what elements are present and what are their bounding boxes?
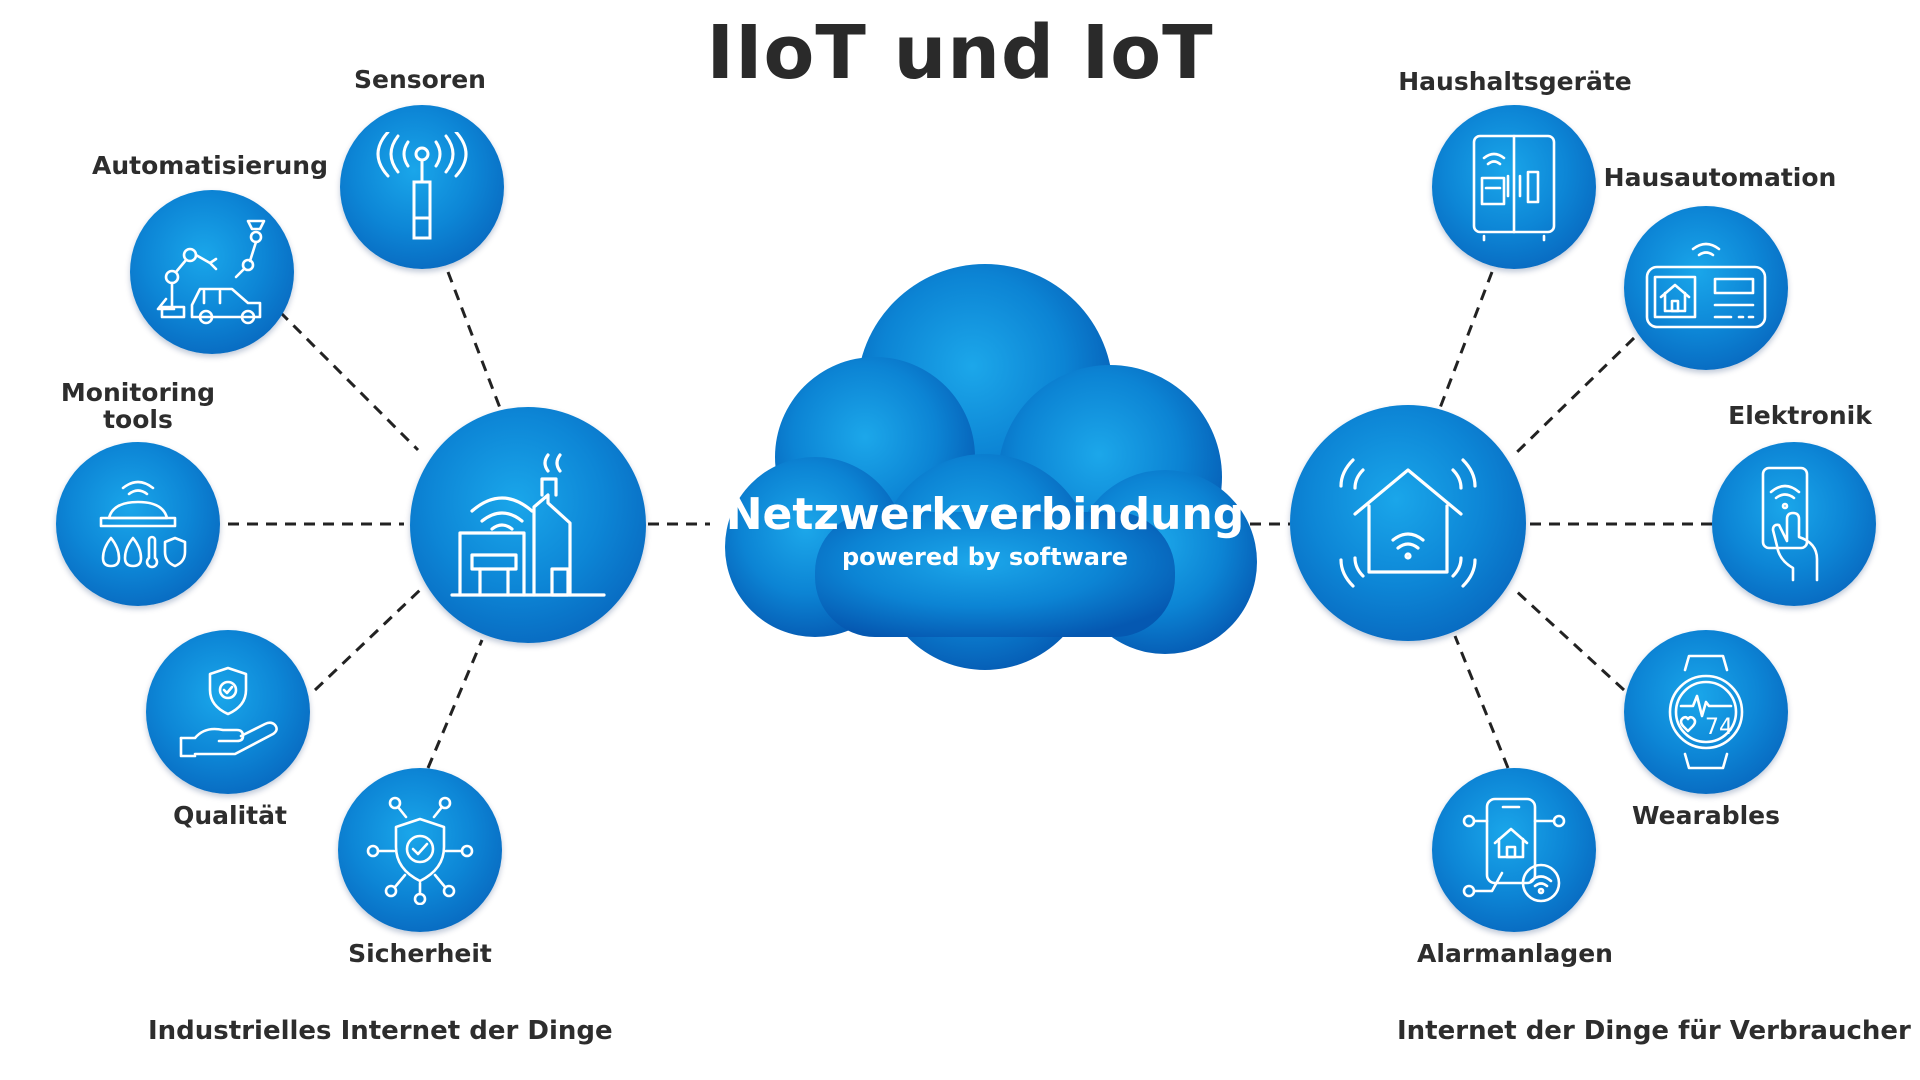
cloud-title: Netzwerkverbindung (725, 489, 1245, 540)
antenna-sensor-icon (376, 132, 468, 240)
right-hub-circle (1290, 405, 1526, 641)
node-alarmanlagen[interactable] (1432, 768, 1596, 932)
connector-sensoren (446, 271, 502, 409)
label-haushaltsgeraete: Haushaltsgeräte (1398, 67, 1632, 96)
node-sicherheit[interactable] (338, 768, 502, 932)
node-wearables[interactable]: 74 (1624, 630, 1788, 794)
robot-arm-car-icon (156, 219, 266, 325)
label-qualitaet: Qualität (173, 801, 287, 830)
label-monitoring-line1: Monitoring (60, 378, 216, 407)
connector-qualitaet (313, 588, 422, 692)
right-footer: Internet der Dinge für Verbraucher (1397, 1016, 1911, 1046)
left-footer: Industrielles Internet der Dinge (148, 1016, 613, 1046)
cloud-icon (725, 264, 1257, 670)
label-hausautomation: Hausautomation (1603, 163, 1837, 192)
node-sensoren[interactable] (340, 105, 504, 269)
connector-hausautomation (1513, 336, 1636, 456)
diagram-title: IIoT und IoT (706, 10, 1214, 96)
node-elektronik[interactable] (1712, 442, 1876, 606)
watch-value: 74 (1705, 715, 1733, 740)
monitoring-devices-icon (99, 480, 187, 569)
connector-alarmanlagen (1453, 635, 1510, 769)
label-sicherheit: Sicherheit (348, 939, 492, 968)
left-hub-circle (410, 407, 646, 643)
label-alarmanlagen: Alarmanlagen (1417, 939, 1613, 968)
label-elektronik: Elektronik (1728, 401, 1872, 430)
smartwatch-icon: 74 (1668, 654, 1744, 770)
home-control-panel-icon (1645, 242, 1767, 329)
shield-network-icon (366, 796, 474, 905)
label-wearables: Wearables (1631, 801, 1780, 830)
hand-shield-icon (179, 666, 278, 758)
smart-fridge-icon (1472, 134, 1556, 242)
label-sensoren: Sensoren (354, 65, 486, 94)
connector-sicherheit (426, 639, 484, 769)
node-qualitaet[interactable] (146, 630, 310, 794)
label-monitoring-line2: tools (103, 405, 173, 434)
cloud-subtitle: powered by software (841, 543, 1129, 571)
node-hausautomation[interactable] (1624, 206, 1788, 370)
alarm-system-icon (1462, 797, 1566, 903)
connector-automatisierung (278, 310, 420, 452)
network-cloud (705, 262, 1265, 672)
node-automatisierung[interactable] (130, 190, 294, 354)
connector-haushaltsgeraete (1438, 271, 1494, 409)
node-monitoring-tools[interactable] (56, 442, 220, 606)
label-monitoring-tools: Monitoring tools (48, 379, 228, 433)
label-automatisierung: Automatisierung (92, 151, 328, 180)
factory-wifi-icon (450, 453, 606, 597)
node-haushaltsgeraete[interactable] (1432, 105, 1596, 269)
connector-wearables (1513, 588, 1626, 692)
smartphone-hand-icon (1761, 466, 1819, 582)
cloud-text: Netzwerkverbindung powered by software (705, 490, 1265, 572)
smart-home-icon (1339, 458, 1477, 588)
